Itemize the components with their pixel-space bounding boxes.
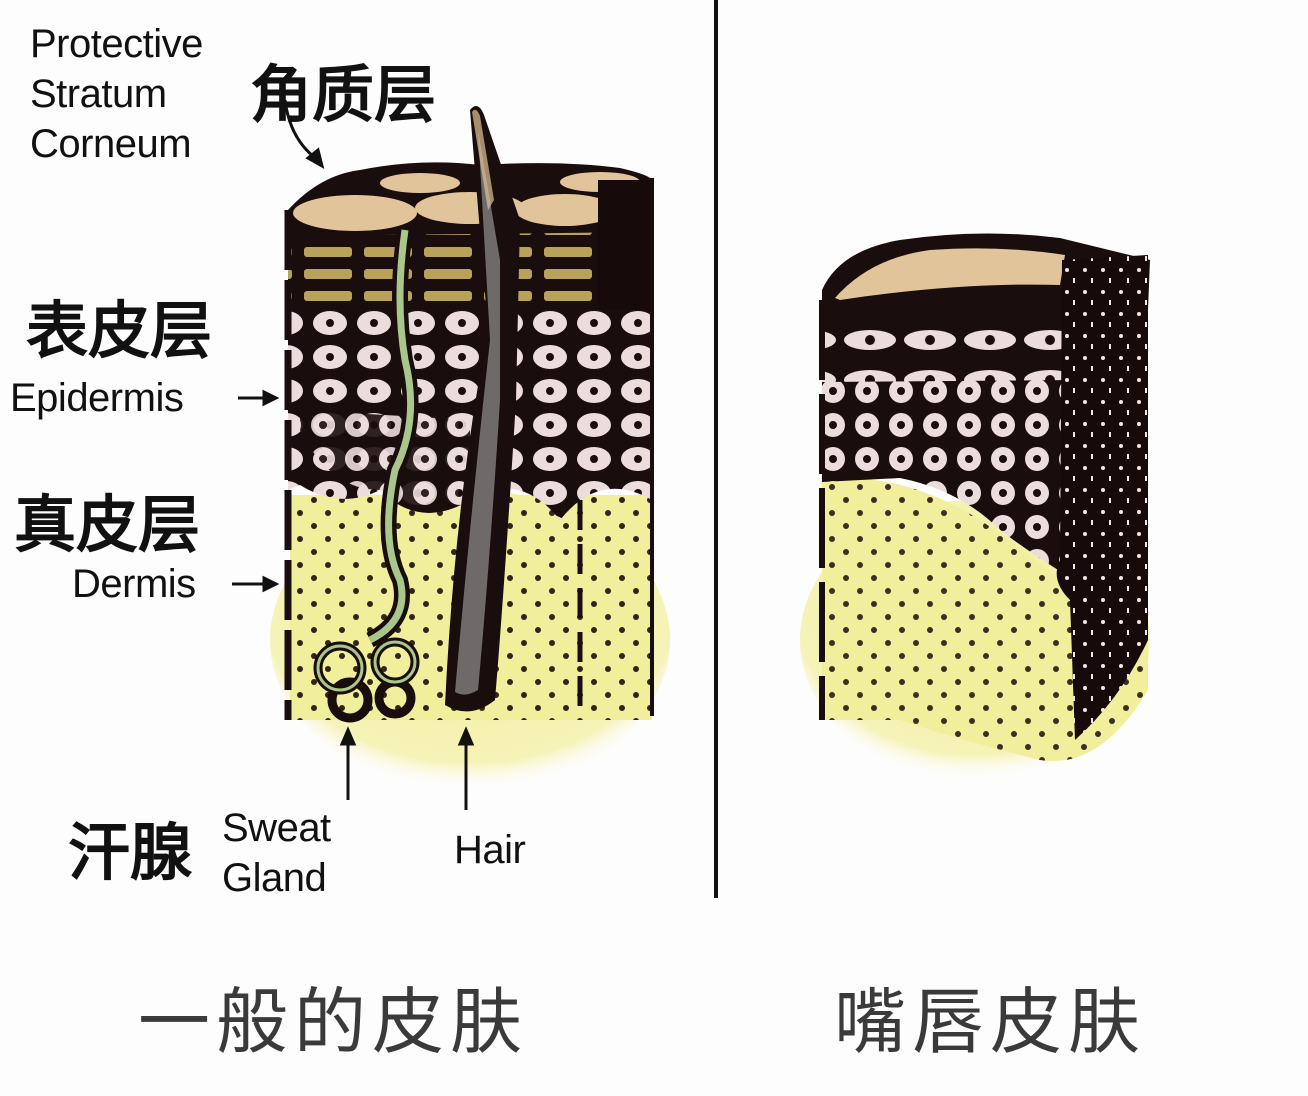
label-sweat-gland-en-1: Sweat: [222, 806, 331, 850]
lip-skin-block: [800, 233, 1150, 780]
label-arrows: [232, 99, 475, 810]
label-stratum-corneum-en-1: Protective: [30, 22, 203, 66]
label-dermis-en: Dermis: [72, 562, 196, 606]
label-sweat-gland-en-2: Gland: [222, 856, 327, 900]
panel-divider: [714, 0, 718, 898]
label-epidermis-en: Epidermis: [10, 376, 184, 420]
label-dermis-zh: 真皮层: [14, 488, 201, 561]
label-sweat-gland-zh: 汗腺: [68, 816, 193, 889]
label-stratum-corneum-en-2: Stratum: [30, 72, 167, 116]
label-stratum-corneum-zh: 角质层: [250, 58, 437, 131]
label-hair-en: Hair: [454, 828, 526, 872]
normal-skin-block: [270, 106, 670, 790]
caption-lip-skin: 嘴唇皮肤: [834, 980, 1147, 1064]
label-epidermis-zh: 表皮层: [26, 294, 213, 367]
label-stratum-corneum-en-3: Corneum: [30, 122, 192, 166]
caption-normal-skin: 一般的皮肤: [138, 980, 529, 1064]
